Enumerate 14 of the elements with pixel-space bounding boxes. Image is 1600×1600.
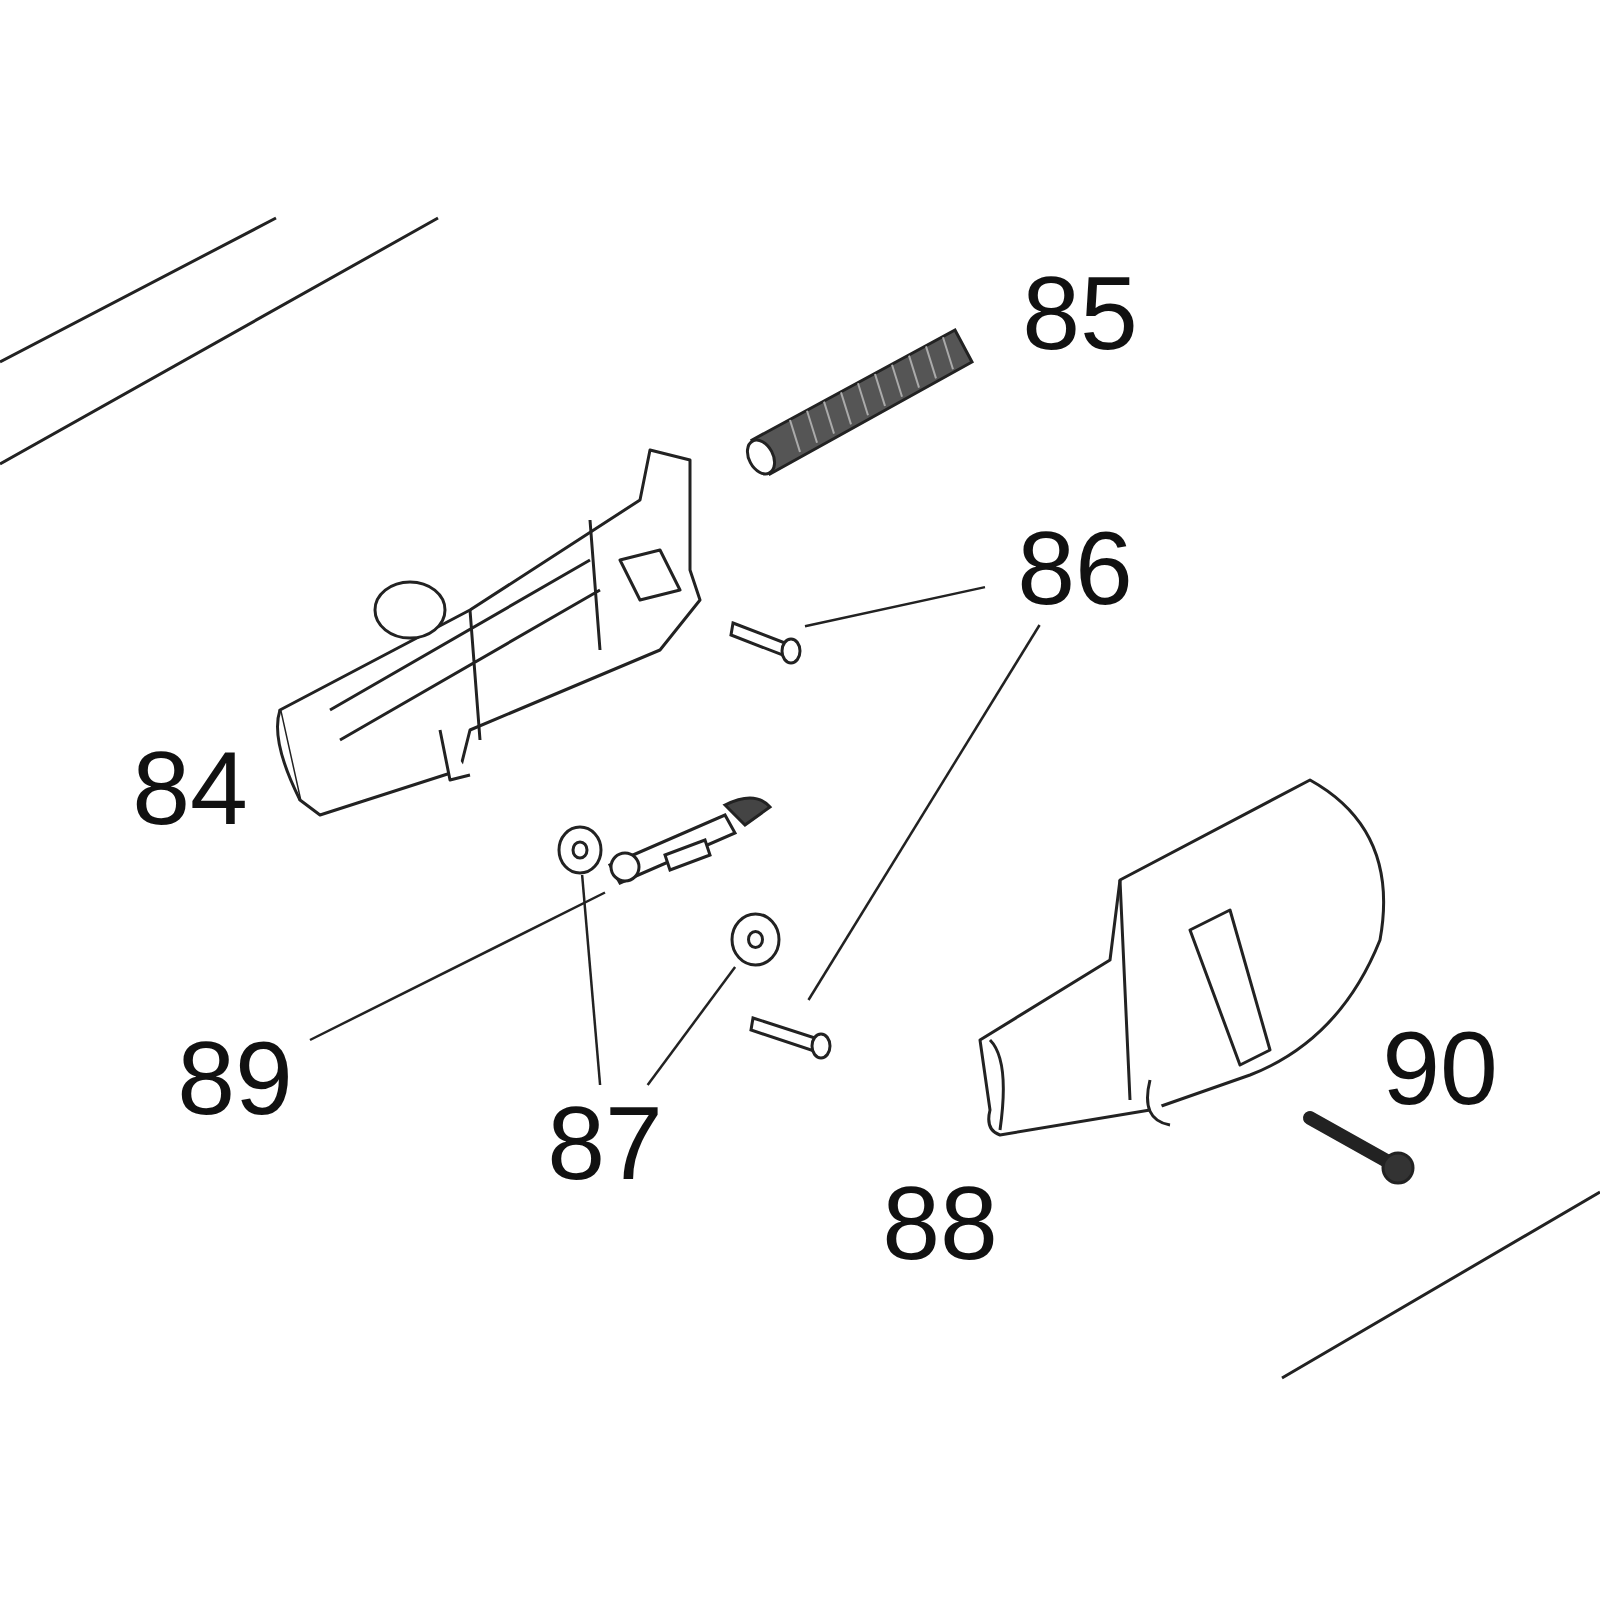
callout-number: 88 bbox=[881, 1165, 999, 1280]
leader-line bbox=[309, 891, 606, 1042]
washer-drawing bbox=[555, 825, 605, 875]
callout-number: 86 bbox=[985, 510, 1165, 625]
callout-number: 89 bbox=[160, 1020, 310, 1135]
leader-line bbox=[646, 966, 737, 1086]
callout-number: 84 bbox=[131, 730, 249, 845]
leader-line bbox=[580, 874, 602, 1086]
washer-drawing bbox=[728, 912, 783, 967]
leader-line bbox=[804, 585, 986, 628]
leader-line bbox=[807, 624, 1041, 1001]
callout-number: 87 bbox=[530, 1085, 680, 1200]
callout-number: 90 bbox=[1381, 1010, 1499, 1125]
callout-number: 85 bbox=[1021, 255, 1139, 370]
